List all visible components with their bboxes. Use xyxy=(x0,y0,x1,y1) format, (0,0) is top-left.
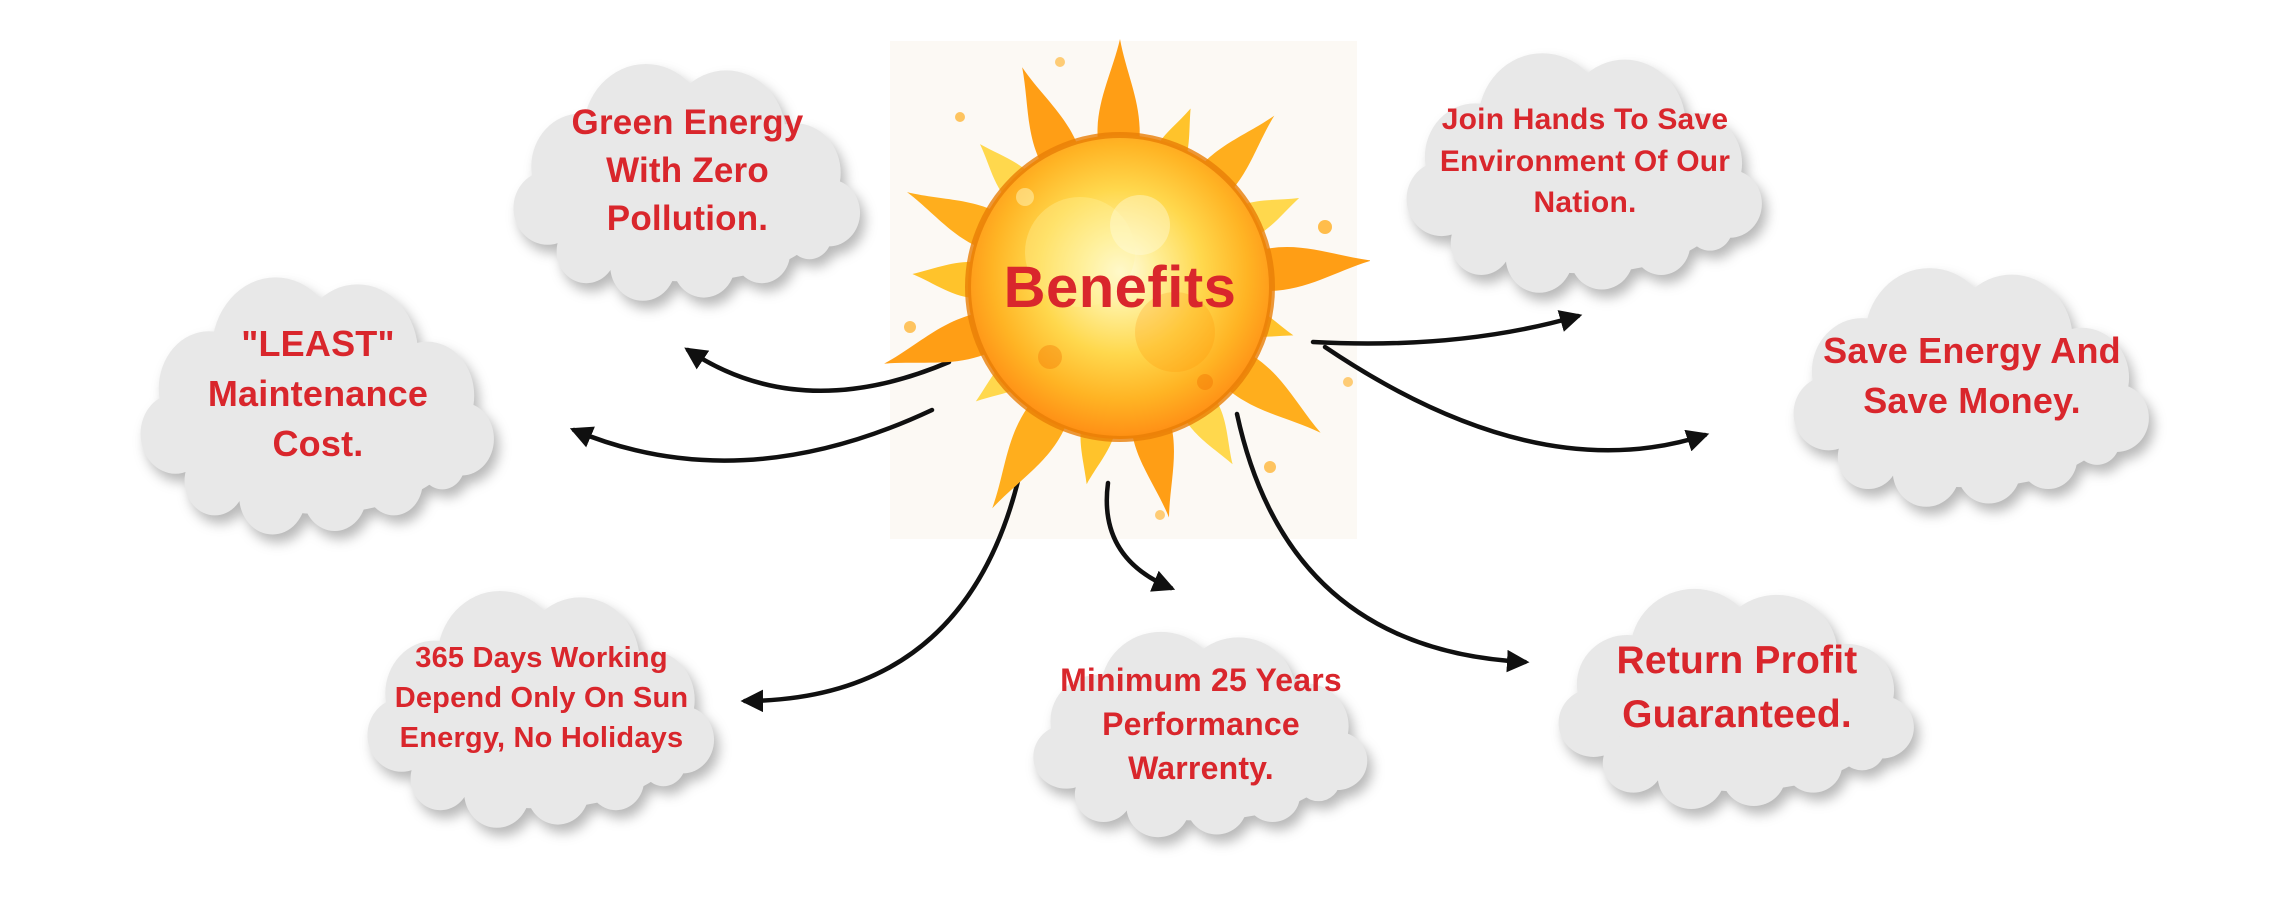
benefit-text: Minimum 25 Years Performance Warrenty. xyxy=(1060,658,1342,800)
benefit-line: Performance xyxy=(1102,705,1300,742)
benefit-cloud-return-profit: Return Profit Guaranteed. xyxy=(1554,574,1920,812)
benefit-line: Join Hands To Save xyxy=(1441,103,1729,137)
benefit-text: Return Profit Guaranteed. xyxy=(1617,634,1858,752)
benefit-cloud-365-days: 365 Days Working Depend Only On Sun Ener… xyxy=(363,575,720,831)
benefit-line: Nation. xyxy=(1533,186,1637,220)
benefit-text: Join Hands To Save Environment Of Our Na… xyxy=(1440,99,1730,233)
benefit-text: "LEAST" Maintenance Cost. xyxy=(208,319,428,478)
benefit-line: Minimum 25 Years xyxy=(1060,661,1342,698)
benefit-cloud-warranty: Minimum 25 Years Performance Warrenty. xyxy=(1029,618,1373,840)
benefit-line: "LEAST" xyxy=(241,323,395,365)
benefit-line: Guaranteed. xyxy=(1622,693,1852,736)
sun-illustration: Benefits xyxy=(870,37,1370,537)
sun-core xyxy=(965,132,1275,442)
benefit-line: Energy, No Holidays xyxy=(399,722,684,754)
benefit-line: Return Profit xyxy=(1616,639,1858,683)
benefit-line: Warrenty. xyxy=(1128,750,1274,787)
benefit-line: Environment Of Our xyxy=(1439,144,1731,178)
benefit-text: Green Energy With Zero Pollution. xyxy=(572,99,804,254)
sun-icon xyxy=(878,39,1370,522)
benefit-line: Maintenance xyxy=(207,373,429,415)
benefit-line: Save Money. xyxy=(1863,380,2081,421)
arrow-to-save-energy xyxy=(1322,344,1710,453)
benefit-cloud-green-energy: Green Energy With Zero Pollution. xyxy=(509,48,866,304)
benefit-line: Pollution. xyxy=(606,199,769,239)
benefit-line: 365 Days Working xyxy=(415,641,668,674)
benefit-line: Save Energy And xyxy=(1823,330,2121,372)
benefit-line: Green Energy xyxy=(571,102,804,142)
sun-texture xyxy=(1016,188,1215,390)
benefit-text: 365 Days Working Depend Only On Sun Ener… xyxy=(395,638,689,768)
benefit-cloud-join-hands: Join Hands To Save Environment Of Our Na… xyxy=(1402,37,1768,296)
benefit-line: With Zero xyxy=(606,150,769,190)
benefit-line: Depend Only On Sun xyxy=(394,681,689,714)
benefit-text: Save Energy And Save Money. xyxy=(1823,326,2121,435)
diagram-title: Benefits xyxy=(1003,254,1237,320)
benefit-cloud-save-energy: Save Energy And Save Money. xyxy=(1789,252,2155,510)
sun-specks xyxy=(904,57,1353,520)
benefit-line: Cost. xyxy=(272,422,364,464)
benefit-cloud-least-maintenance: "LEAST" Maintenance Cost. xyxy=(136,260,500,538)
